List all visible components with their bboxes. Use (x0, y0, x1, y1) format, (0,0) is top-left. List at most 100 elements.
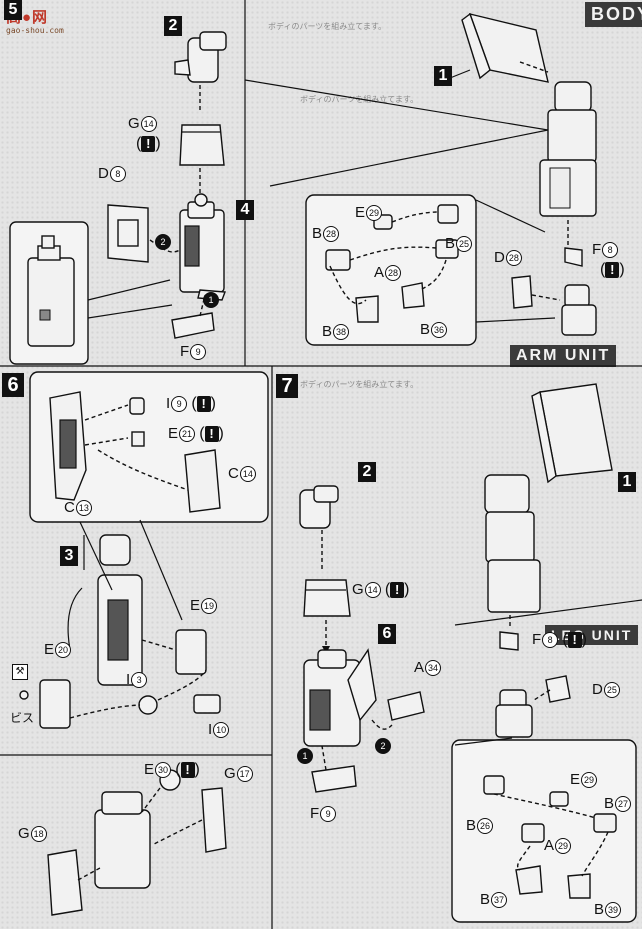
callout-1-number: 1 (203, 292, 219, 309)
step-5-head-number: 2 (164, 16, 182, 36)
label-b39-letter: B (594, 901, 605, 918)
warning-icon: ! (605, 262, 620, 279)
label-f8-s7-number: 8 (542, 632, 559, 649)
label-g17-number: 17 (236, 766, 253, 783)
label-f8-top-number: 8 (602, 242, 619, 259)
label-c14-letter: C (228, 465, 239, 482)
label-i9-number: 9 (171, 396, 188, 413)
faded-text-block-mid: ボディのパーツを組み立てます。 (300, 95, 419, 104)
warning-icon: ! (141, 136, 156, 153)
label-g14-letter: G (128, 115, 140, 132)
step-7-core-number: 6 (378, 624, 396, 644)
step-7-body-number: 1 (618, 472, 636, 492)
label-b25-letter: B (445, 235, 456, 252)
label-d25-number: 25 (603, 682, 620, 699)
step-5-core-number: 4 (236, 200, 254, 220)
label-g17-letter: G (224, 765, 236, 782)
label-e29-s7-letter: E (570, 771, 581, 788)
label-f9-s7-letter: F (310, 805, 320, 822)
label-g18-number: 18 (30, 826, 47, 843)
label-i10-letter: I (208, 721, 213, 738)
label-b36-number: 36 (431, 322, 448, 339)
label-e30-number: 30 (155, 762, 172, 779)
step-7-head-number: 2 (358, 462, 376, 482)
label-b38-letter: B (322, 323, 333, 340)
label-f9-number: 9 (190, 344, 207, 361)
label-screw: ビス (10, 711, 35, 725)
label-b28-letter: B (312, 225, 323, 242)
label-e30-letter: E (144, 761, 155, 778)
label-g14-s7-letter: G (352, 581, 364, 598)
step-5-partial-number: 5 (4, 0, 22, 20)
faded-text-block-lower: ボディのパーツを組み立てます。 (300, 380, 419, 389)
label-c13-letter: C (64, 499, 75, 516)
label-f8-top-letter: F (592, 241, 602, 258)
warning-icon: ! (567, 632, 582, 649)
callout-1-s7-number: 1 (297, 748, 313, 765)
faded-text-block-top: ボディのパーツを組み立てます。 (268, 22, 387, 31)
label-b28-number: 28 (323, 226, 340, 243)
callout-2-s7: 2 (374, 738, 391, 755)
label-e19-letter: E (190, 597, 201, 614)
callout-1-s7: 1 (296, 748, 313, 765)
label-b27-number: 27 (615, 796, 632, 813)
label-e29-s7-number: 29 (581, 772, 598, 789)
label-f9-letter: F (180, 343, 190, 360)
label-e29-number: 29 (366, 205, 383, 222)
warning-icon: ! (196, 396, 211, 413)
label-b25-number: 25 (456, 236, 473, 253)
label-e20-number: 20 (55, 642, 72, 659)
label-d28-letter: D (494, 249, 505, 266)
label-d28-number: 28 (505, 250, 522, 267)
label-b36-letter: B (420, 321, 431, 338)
screwdriver-icon: ⚒ (12, 664, 28, 680)
label-b26-letter: B (466, 817, 477, 834)
body-header: BODY (585, 2, 642, 27)
warning-g14: (!) (136, 135, 161, 153)
label-d8-number: 8 (109, 166, 126, 183)
step-5-body-number: 1 (434, 66, 452, 86)
label-d8-letter: D (98, 165, 109, 182)
label-e19-number: 19 (201, 598, 218, 615)
label-a28-number: 28 (385, 265, 402, 282)
warning-icon: ! (180, 762, 195, 779)
label-b37-number: 37 (491, 892, 508, 909)
label-b37-letter: B (480, 891, 491, 908)
label-c13-number: 13 (75, 500, 92, 517)
warning-f8-top: (!) (600, 261, 625, 279)
label-a28-letter: A (374, 264, 385, 281)
label-i10-number: 10 (213, 722, 230, 739)
label-f8-s7-letter: F (532, 631, 542, 648)
label-i9-letter: I (166, 395, 171, 412)
label-e20-letter: E (44, 641, 55, 658)
label-b39-number: 39 (605, 902, 622, 919)
label-b26-number: 26 (477, 818, 494, 835)
label-c14-number: 14 (239, 466, 256, 483)
callout-2-number: 2 (155, 234, 171, 251)
watermark-url: gao-shou.com (6, 26, 64, 35)
warning-icon: ! (204, 426, 219, 443)
label-b27-letter: B (604, 795, 615, 812)
label-a29-number: 29 (555, 838, 572, 855)
